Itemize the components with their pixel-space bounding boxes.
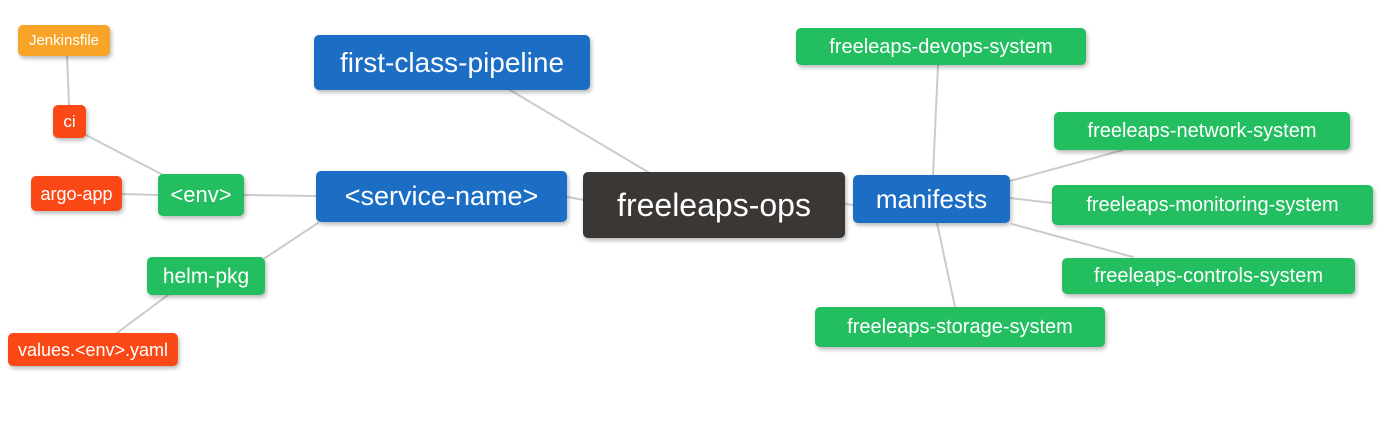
edge-manifests--freeleaps-monitoring-system [1009,197,1053,204]
edge-first-class-pipeline--freeleaps-ops [509,89,649,173]
node-argo-app[interactable]: argo-app [31,176,122,211]
node-values-env-yaml[interactable]: values.<env>.yaml [8,333,178,366]
node-freeleaps-controls-system[interactable]: freeleaps-controls-system [1062,258,1355,294]
node-ci[interactable]: ci [53,105,86,138]
edge-ci--env [83,133,166,177]
node-helm-pkg[interactable]: helm-pkg [147,257,265,295]
edge-manifests--freeleaps-storage-system [936,222,956,308]
node-manifests[interactable]: manifests [853,175,1010,223]
node-freeleaps-devops-system[interactable]: freeleaps-devops-system [796,28,1086,65]
edge-service-name--freeleaps-ops [566,196,585,201]
node-freeleaps-monitoring-system[interactable]: freeleaps-monitoring-system [1052,185,1373,225]
edge-manifests--freeleaps-devops-system [932,64,939,176]
node-freeleaps-ops[interactable]: freeleaps-ops [583,172,845,238]
edge-freeleaps-ops--manifests [844,203,854,206]
edge-manifests--freeleaps-controls-system [1011,223,1134,258]
node-first-class-pipeline[interactable]: first-class-pipeline [314,35,590,90]
node-freeleaps-storage-system[interactable]: freeleaps-storage-system [815,307,1105,347]
edge-values-env-yaml--helm-pkg [116,294,169,334]
edge-argo-app--env [121,193,159,196]
node-jenkinsfile[interactable]: Jenkinsfile [18,25,110,56]
node-service-name[interactable]: <service-name> [316,171,567,222]
edge-manifests--freeleaps-network-system [1009,149,1124,182]
edge-helm-pkg--service-name [264,222,319,259]
node-freeleaps-network-system[interactable]: freeleaps-network-system [1054,112,1350,150]
edge-env--service-name [243,194,317,197]
node-env[interactable]: <env> [158,174,244,216]
edge-jenkinsfile--ci [66,55,70,106]
